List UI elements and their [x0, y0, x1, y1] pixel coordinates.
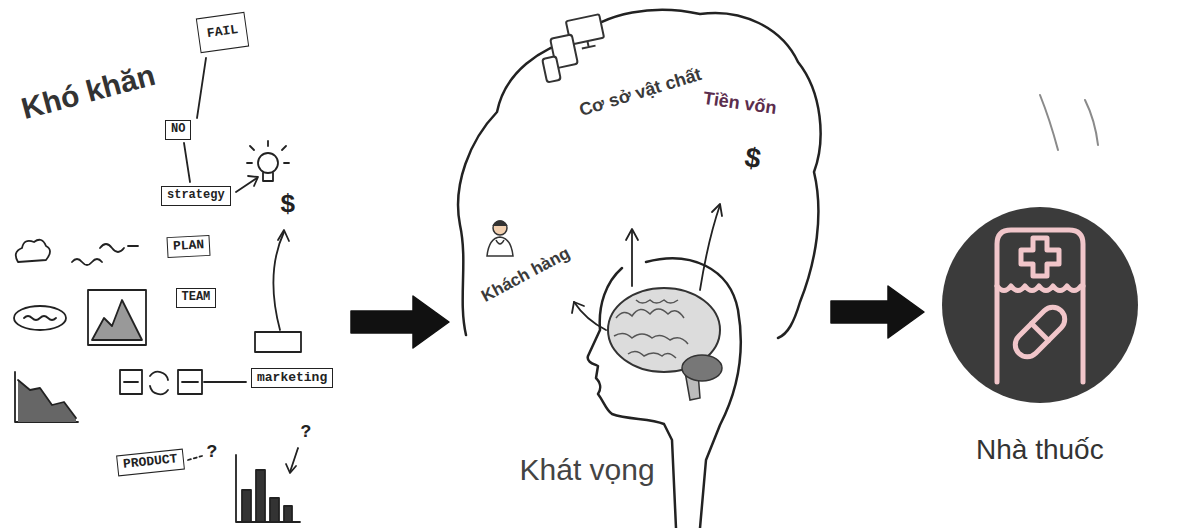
thought-arrows: [574, 302, 606, 330]
customer-icon: [487, 237, 513, 256]
difficulties-sketch: [188, 456, 202, 460]
difficulties-sketch: [184, 143, 190, 182]
customer-icon: [493, 221, 507, 235]
difficulties-sketch: [258, 153, 278, 173]
thought-arrows: [572, 302, 584, 313]
sketch-word: marketing: [251, 368, 333, 389]
thought-cloud: [458, 10, 820, 338]
thought-cloud: [458, 10, 820, 338]
difficulties-sketch: [236, 455, 300, 522]
difficulties-sketch: [204, 381, 246, 383]
thought-arrows: [572, 204, 722, 330]
difficulties-sketch: [284, 506, 292, 522]
cloud-item: Cơ sở vật chất: [576, 63, 703, 120]
customer-icon: [496, 240, 504, 244]
difficulties-sketch: [24, 316, 56, 320]
sketch-word: PLAN: [166, 234, 210, 257]
pharmacy-caption: Nhà thuốc: [976, 434, 1104, 466]
pharmacy-circle: Nhà thuốc: [930, 195, 1150, 485]
flow-arrow: [831, 286, 924, 338]
difficulties-sketch: [274, 232, 284, 330]
head-caption: Khát vọng: [517, 453, 658, 488]
difficulties-sketch: [14, 58, 301, 522]
pharmacy-icon: [1021, 238, 1059, 276]
thought-arrows: [712, 204, 722, 216]
brain-drawing: [682, 355, 722, 381]
sketch-word: NO: [165, 120, 191, 140]
sketch-word: strategy: [161, 186, 231, 206]
dollar-sign: $: [741, 143, 763, 178]
decorative-strokes: [1085, 100, 1098, 145]
difficulties-sketch: [100, 244, 138, 252]
difficulties-sketch: [247, 141, 289, 163]
area-heading: Khó khăn: [17, 57, 158, 126]
difficulties-sketch: [150, 386, 168, 394]
pharmacy-badge: [942, 207, 1138, 403]
devices-icon: [581, 40, 596, 49]
difficulties-sketch: [18, 380, 76, 418]
cloud-item: Tiền vốn: [702, 87, 778, 118]
difficulties-sketch: [14, 306, 66, 330]
brain-drawing: [614, 300, 688, 358]
devices-icon: [536, 14, 611, 82]
question-mark: ?: [301, 422, 312, 443]
thought-arrows: [626, 229, 638, 240]
customer-icon: [487, 221, 513, 256]
difficulties-sketch: [278, 230, 289, 241]
aspiration-cloud-outline: [455, 0, 825, 528]
sketch-word: PRODUCT: [116, 448, 184, 476]
aspiration-cloud: Cơ sở vật chấtTiền vốnKhách hàngKhát vọn…: [455, 0, 825, 528]
brain-drawing: [608, 288, 722, 400]
pharmacy-icon: [1010, 302, 1069, 361]
sketch-word: TEAM: [176, 288, 217, 308]
thought-arrows: [700, 205, 720, 290]
difficulties-sketch: [270, 498, 279, 522]
customer-icon: [493, 221, 507, 226]
decorative-strokes: [1040, 95, 1098, 150]
difficulties-sketch: [255, 332, 301, 352]
pharmacy-icon: [997, 286, 1083, 291]
head-outline: [588, 258, 741, 528]
difficulties-sketch: [242, 490, 251, 522]
difficulties-sketch: [124, 381, 198, 383]
pharmacy-icon: [1010, 302, 1069, 361]
pharmacy-icon: [997, 230, 1083, 382]
difficulties-sketch: [263, 173, 273, 181]
difficulties-sketch: [150, 372, 168, 380]
difficulties-sketch: [16, 240, 50, 262]
difficulties-sketch: [72, 259, 102, 265]
difficulties-sketch: [92, 300, 142, 340]
difficulties-sketch: [88, 290, 146, 345]
difficulties-sketch: [197, 58, 206, 118]
decorative-strokes: [1040, 95, 1058, 150]
dollar-sign: $: [280, 191, 296, 221]
sketch-word: FAIL: [195, 11, 249, 52]
flow-arrow: [351, 296, 449, 348]
thought-arrows: [631, 230, 633, 286]
difficulties-sketch: [18, 380, 76, 422]
difficulties-sketch: [248, 176, 258, 186]
difficulties-sketch: [286, 464, 296, 473]
devices-icon: [542, 56, 561, 82]
pharmacy-icon: [997, 230, 1083, 382]
difficulties-sketch: [256, 470, 265, 522]
difficulties-sketch: [15, 372, 78, 422]
question-mark: ?: [207, 442, 218, 463]
pharmacy-badge: [942, 207, 1138, 403]
pharmacy-icon: [1032, 324, 1049, 341]
